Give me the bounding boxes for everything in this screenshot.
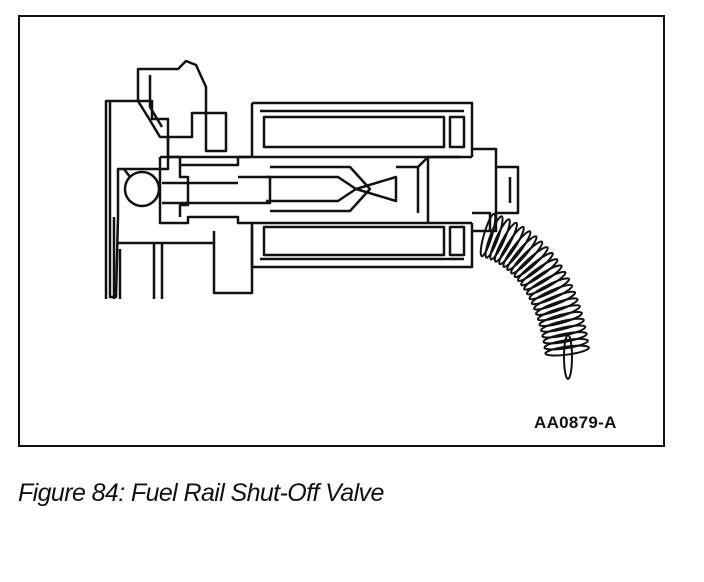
loom-ring — [533, 290, 577, 311]
loom-ring — [525, 270, 567, 296]
loom-ring — [498, 225, 525, 266]
loom-ring — [502, 230, 532, 268]
loom-ring — [544, 344, 591, 357]
valve-bore — [158, 155, 460, 225]
loom-ring — [541, 324, 587, 339]
loom-ring — [523, 264, 563, 291]
figure-reference-code: AA0879-A — [534, 413, 617, 432]
loom-ring — [493, 221, 518, 263]
loom-ring — [516, 251, 554, 283]
loom-ring — [528, 277, 571, 301]
loom-ring — [489, 218, 511, 261]
figure-frame: AA0879-A — [18, 15, 665, 447]
loom-ring — [484, 215, 504, 259]
rail-bracket — [104, 99, 254, 299]
loom-ring — [538, 310, 583, 328]
loom-ring — [513, 246, 549, 279]
loom-ring — [506, 235, 538, 272]
loom-ring — [535, 297, 579, 316]
figure-caption: Figure 84: Fuel Rail Shut-Off Valve — [18, 479, 384, 507]
solenoid-housing — [250, 101, 474, 269]
loom-ring — [510, 240, 544, 275]
upper-connector — [136, 59, 250, 159]
electrical-connector — [472, 147, 520, 233]
loom-ring — [520, 258, 559, 287]
loom-ring — [530, 283, 574, 306]
shut-off-valve-drawing — [104, 59, 591, 380]
wire-loom — [479, 212, 591, 380]
loom-ring — [540, 317, 585, 333]
loom-ring — [563, 334, 573, 380]
loom-ring — [479, 212, 497, 258]
banjo-fitting — [123, 168, 161, 208]
loom-ring — [536, 304, 581, 322]
